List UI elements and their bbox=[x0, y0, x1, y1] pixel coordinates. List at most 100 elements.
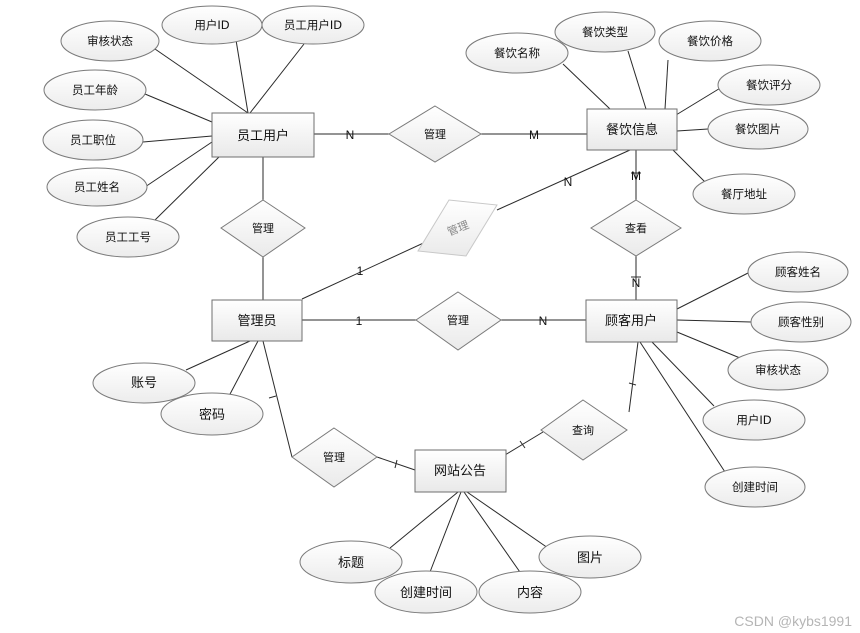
attr-customer-user-id[interactable] bbox=[702, 399, 806, 441]
entity-customer-user-label: 顾客用户 bbox=[605, 313, 657, 329]
rel-admin-customer[interactable] bbox=[415, 291, 502, 351]
attr-staff-position[interactable] bbox=[42, 119, 144, 161]
line-staff-number bbox=[154, 155, 221, 221]
line-cat-name bbox=[562, 63, 611, 110]
rel-customer-notice[interactable] bbox=[540, 399, 628, 461]
line-rel7-notice bbox=[504, 431, 544, 456]
line-staff-position bbox=[142, 135, 213, 143]
staff-attributes: 审核状态 用户ID 员工用户ID 员工年龄 员工职位 员工姓名 员工工号 bbox=[42, 5, 365, 258]
tick-notice-right bbox=[519, 440, 526, 449]
line-notice-created bbox=[429, 491, 462, 573]
connector-lines bbox=[142, 39, 752, 576]
card-staff-catering-left: N bbox=[346, 128, 355, 142]
rel-staff-catering[interactable] bbox=[388, 105, 482, 163]
attr-catering-rating-label: 餐饮评分 bbox=[746, 78, 792, 92]
line-ticks bbox=[268, 172, 641, 469]
catering-attributes: 餐饮名称 餐饮类型 餐饮价格 餐饮评分 餐饮图片 餐厅地址 bbox=[465, 11, 821, 215]
line-admin-rel3 bbox=[301, 233, 444, 300]
rel-catering-customer[interactable] bbox=[590, 199, 682, 257]
attr-catering-name[interactable] bbox=[465, 32, 569, 74]
entity-staff-user[interactable] bbox=[211, 112, 315, 158]
attr-admin-account-label: 账号 bbox=[131, 376, 157, 391]
attr-customer-user-id-label: 用户ID bbox=[736, 413, 771, 427]
attr-customer-name[interactable] bbox=[747, 251, 849, 293]
attr-catering-image-label: 餐饮图片 bbox=[735, 122, 781, 136]
rel-admin-notice-label: 管理 bbox=[323, 450, 345, 464]
line-cat-image bbox=[676, 128, 709, 132]
attr-customer-gender-label: 顾客性别 bbox=[778, 315, 824, 329]
entity-catering-info-label: 餐饮信息 bbox=[606, 122, 658, 138]
line-cust-gender bbox=[676, 319, 752, 323]
card-staff-catering-right: M bbox=[529, 128, 539, 142]
line-cat-price bbox=[664, 59, 669, 110]
attr-notice-image[interactable] bbox=[538, 535, 642, 579]
entity-catering-info[interactable] bbox=[586, 108, 678, 151]
attr-catering-rating[interactable] bbox=[717, 64, 821, 106]
attr-catering-price[interactable] bbox=[658, 20, 762, 62]
entity-admin[interactable] bbox=[211, 299, 303, 342]
line-cat-rating bbox=[675, 86, 723, 116]
line-cust-name bbox=[676, 271, 751, 310]
attr-customer-gender[interactable] bbox=[750, 301, 852, 343]
attr-staff-staff-user-id-label: 员工用户ID bbox=[284, 18, 342, 32]
line-notice-content bbox=[463, 491, 523, 576]
attr-staff-number[interactable] bbox=[76, 216, 180, 258]
attr-staff-number-label: 员工工号 bbox=[105, 230, 151, 244]
attr-staff-position-label: 员工职位 bbox=[70, 133, 116, 147]
rel-admin-catering[interactable] bbox=[417, 199, 498, 257]
attr-notice-title-label: 标题 bbox=[338, 556, 364, 571]
watermark: CSDN @kybs1991 bbox=[734, 613, 852, 629]
line-admin-password bbox=[228, 340, 259, 397]
line-admin-account bbox=[185, 340, 251, 371]
attr-staff-age[interactable] bbox=[43, 69, 147, 111]
attr-catering-price-label: 餐饮价格 bbox=[687, 34, 733, 48]
card-catering-view-top: M bbox=[631, 169, 641, 183]
attr-notice-image-label: 图片 bbox=[577, 551, 603, 566]
attr-admin-password[interactable] bbox=[160, 392, 264, 436]
line-rel3-catering bbox=[496, 149, 631, 211]
card-admin-customer-right: N bbox=[539, 314, 548, 328]
tick-notice-left bbox=[394, 459, 398, 469]
tick-admin-notice bbox=[268, 395, 277, 399]
admin-attributes: 账号 密码 bbox=[92, 362, 264, 436]
line-staff-audit bbox=[154, 48, 249, 114]
entity-site-notice-label: 网站公告 bbox=[434, 464, 486, 479]
line-admin-rel6 bbox=[262, 340, 293, 458]
line-notice-image bbox=[466, 491, 549, 549]
attr-catering-address-label: 餐厅地址 bbox=[721, 187, 767, 201]
attr-customer-created-time-label: 创建时间 bbox=[732, 480, 778, 494]
rel-admin-staff[interactable] bbox=[220, 199, 306, 258]
attr-notice-content[interactable] bbox=[478, 570, 582, 614]
attr-catering-type-label: 餐饮类型 bbox=[582, 25, 628, 39]
line-cust-audit bbox=[676, 331, 741, 359]
attr-staff-audit-status[interactable] bbox=[60, 20, 160, 62]
rel-admin-notice[interactable] bbox=[291, 427, 378, 488]
attr-notice-created-time[interactable] bbox=[374, 570, 478, 614]
rel-admin-staff-label: 管理 bbox=[252, 221, 274, 235]
attr-customer-audit-status-label: 审核状态 bbox=[755, 363, 801, 377]
attr-catering-image[interactable] bbox=[707, 108, 809, 150]
entity-admin-label: 管理员 bbox=[237, 314, 276, 329]
attr-catering-type[interactable] bbox=[554, 11, 656, 53]
line-notice-title bbox=[389, 491, 459, 549]
line-cust-userid bbox=[651, 341, 715, 407]
attr-customer-audit-status[interactable] bbox=[727, 349, 829, 391]
entity-site-notice[interactable] bbox=[414, 449, 507, 493]
attr-notice-content-label: 内容 bbox=[517, 585, 543, 601]
entity-customer-user[interactable] bbox=[585, 299, 678, 343]
attr-catering-address[interactable] bbox=[692, 173, 796, 215]
line-cust-created bbox=[639, 341, 726, 473]
card-admin-catering-catering: N bbox=[564, 175, 573, 189]
attr-customer-created-time[interactable] bbox=[704, 466, 806, 508]
cardinality-labels: N M 1 N M N 1 N bbox=[346, 128, 641, 328]
attr-catering-name-label: 餐饮名称 bbox=[494, 46, 540, 60]
attr-notice-title[interactable] bbox=[299, 540, 403, 584]
card-catering-view-bottom: N bbox=[632, 276, 641, 290]
attr-admin-account[interactable] bbox=[92, 362, 196, 404]
attr-staff-staff-user-id[interactable] bbox=[261, 5, 365, 45]
rel-staff-catering-label: 管理 bbox=[424, 127, 446, 141]
attr-staff-name[interactable] bbox=[46, 167, 148, 207]
attr-staff-name-label: 员工姓名 bbox=[74, 180, 120, 194]
line-staff-name bbox=[144, 141, 213, 188]
